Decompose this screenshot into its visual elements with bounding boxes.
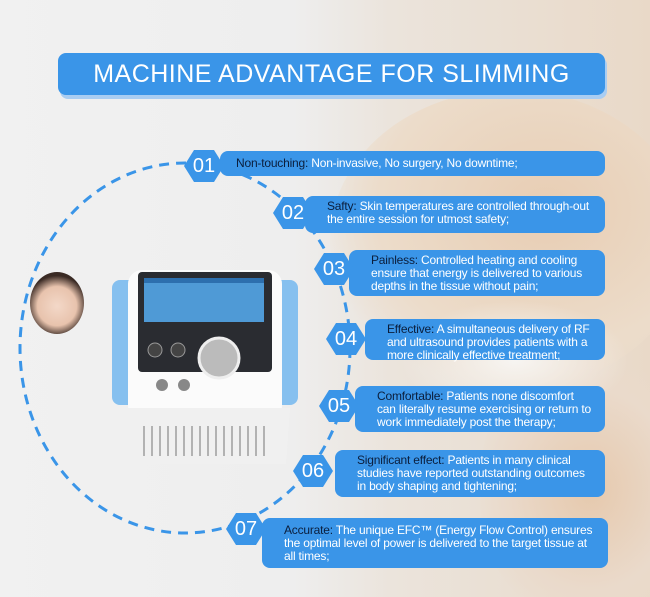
advantage-item-04: Effective: A simultaneous delivery of RF… — [365, 319, 605, 362]
advantage-item-01: Non-touching: Non-invasive, No surgery, … — [220, 151, 605, 176]
advantage-item-03: Painless: Controlled heating and cooling… — [349, 250, 605, 296]
number-badge-01: 01 — [184, 150, 224, 182]
model-face-image — [30, 272, 84, 334]
advantage-item-06: Significant effect: Patients in many cli… — [335, 450, 605, 497]
advantage-item-07: Accurate: The unique EFC™ (Energy Flow C… — [262, 518, 608, 568]
advantage-item-02: Safty: Skin temperatures are controlled … — [305, 196, 605, 233]
page-title: MACHINE ADVANTAGE FOR SLIMMING — [58, 53, 605, 95]
advantage-item-05: Comfortable: Patients none discomfort ca… — [355, 386, 605, 432]
slimming-machine-image — [112, 270, 298, 464]
